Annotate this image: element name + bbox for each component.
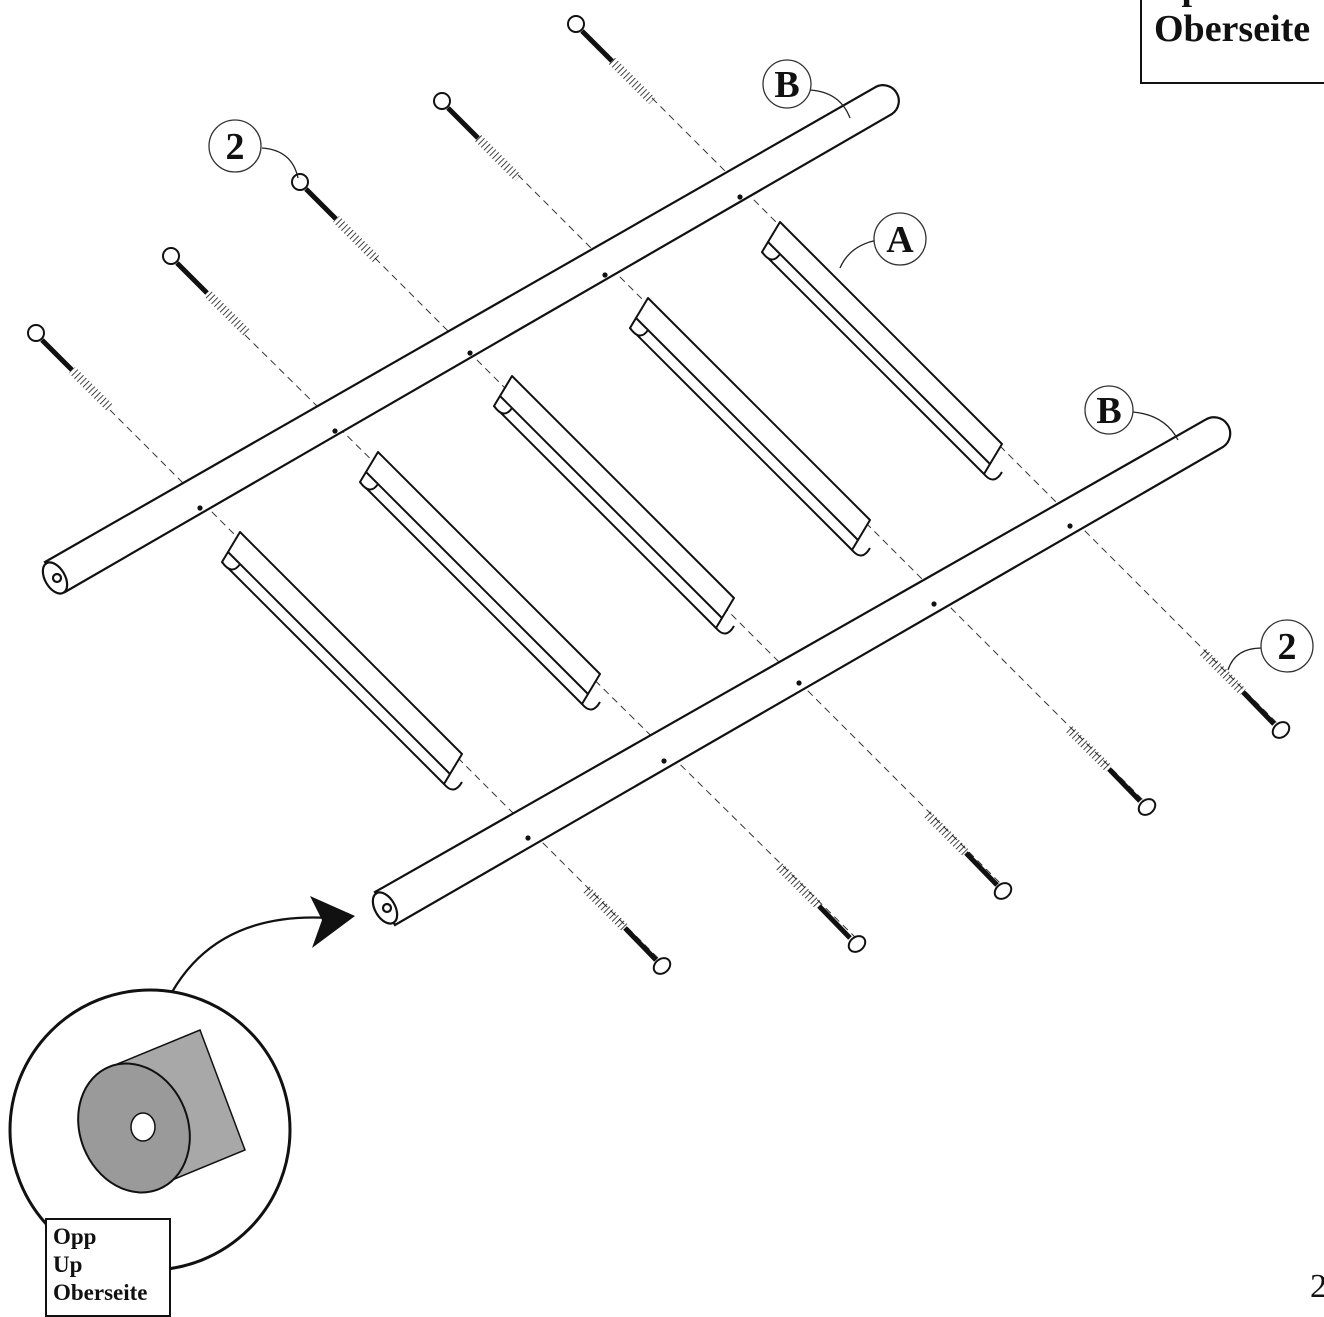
orientation-label-line2: Up: [53, 1252, 83, 1277]
rail-b-top: [41, 84, 900, 595]
callout-b-bottom: B: [1084, 385, 1134, 435]
orientation-label-top: Up Oberseite: [1140, 0, 1324, 84]
bolts-bottom: [581, 648, 1291, 975]
callout-2-bottom: 2: [1260, 619, 1314, 673]
slat-a-4: [629, 297, 871, 557]
bolt-top-4: [433, 92, 522, 182]
bolt-top-5: [567, 15, 656, 105]
callout-a: A: [873, 212, 927, 266]
callout-b-top: B: [762, 59, 812, 109]
slat-a-2: [359, 451, 601, 711]
bolt-bottom-3: [922, 809, 1013, 900]
bolt-bottom-1: [581, 884, 672, 975]
detail-magnifier: [8, 988, 292, 1272]
bolt-top-2: [162, 247, 251, 337]
bolt-bottom-4: [1065, 725, 1157, 816]
slat-a-3: [493, 375, 735, 635]
callout-2-bottom-text: 2: [1278, 626, 1297, 668]
bolt-bottom-2: [775, 862, 867, 953]
orientation-label-bottom: Opp Up Oberseite: [45, 1218, 171, 1317]
slat-a-5: [761, 221, 1003, 481]
bolts-top: [27, 15, 656, 412]
bolt-bottom-5: [1199, 648, 1291, 739]
callout-2-top-text: 2: [226, 126, 245, 168]
callout-2-top: 2: [208, 119, 262, 173]
rail-b-bottom: [371, 416, 1232, 927]
slat-a-1: [221, 531, 463, 791]
callout-a-text: A: [886, 219, 914, 261]
slats-a: [221, 221, 1003, 791]
orientation-label-top-line1: Up: [1154, 0, 1324, 8]
bolt-top-1: [27, 324, 114, 412]
bolt-top-3: [291, 173, 380, 263]
page-number: 2: [1310, 1268, 1324, 1305]
callout-b-bottom-text: B: [1096, 390, 1121, 432]
orientation-label-line1: Opp: [53, 1224, 97, 1249]
callout-b-top-text: B: [774, 64, 799, 106]
orientation-label-line3: Oberseite: [53, 1280, 148, 1305]
orientation-label-top-line2: Oberseite: [1154, 8, 1311, 50]
